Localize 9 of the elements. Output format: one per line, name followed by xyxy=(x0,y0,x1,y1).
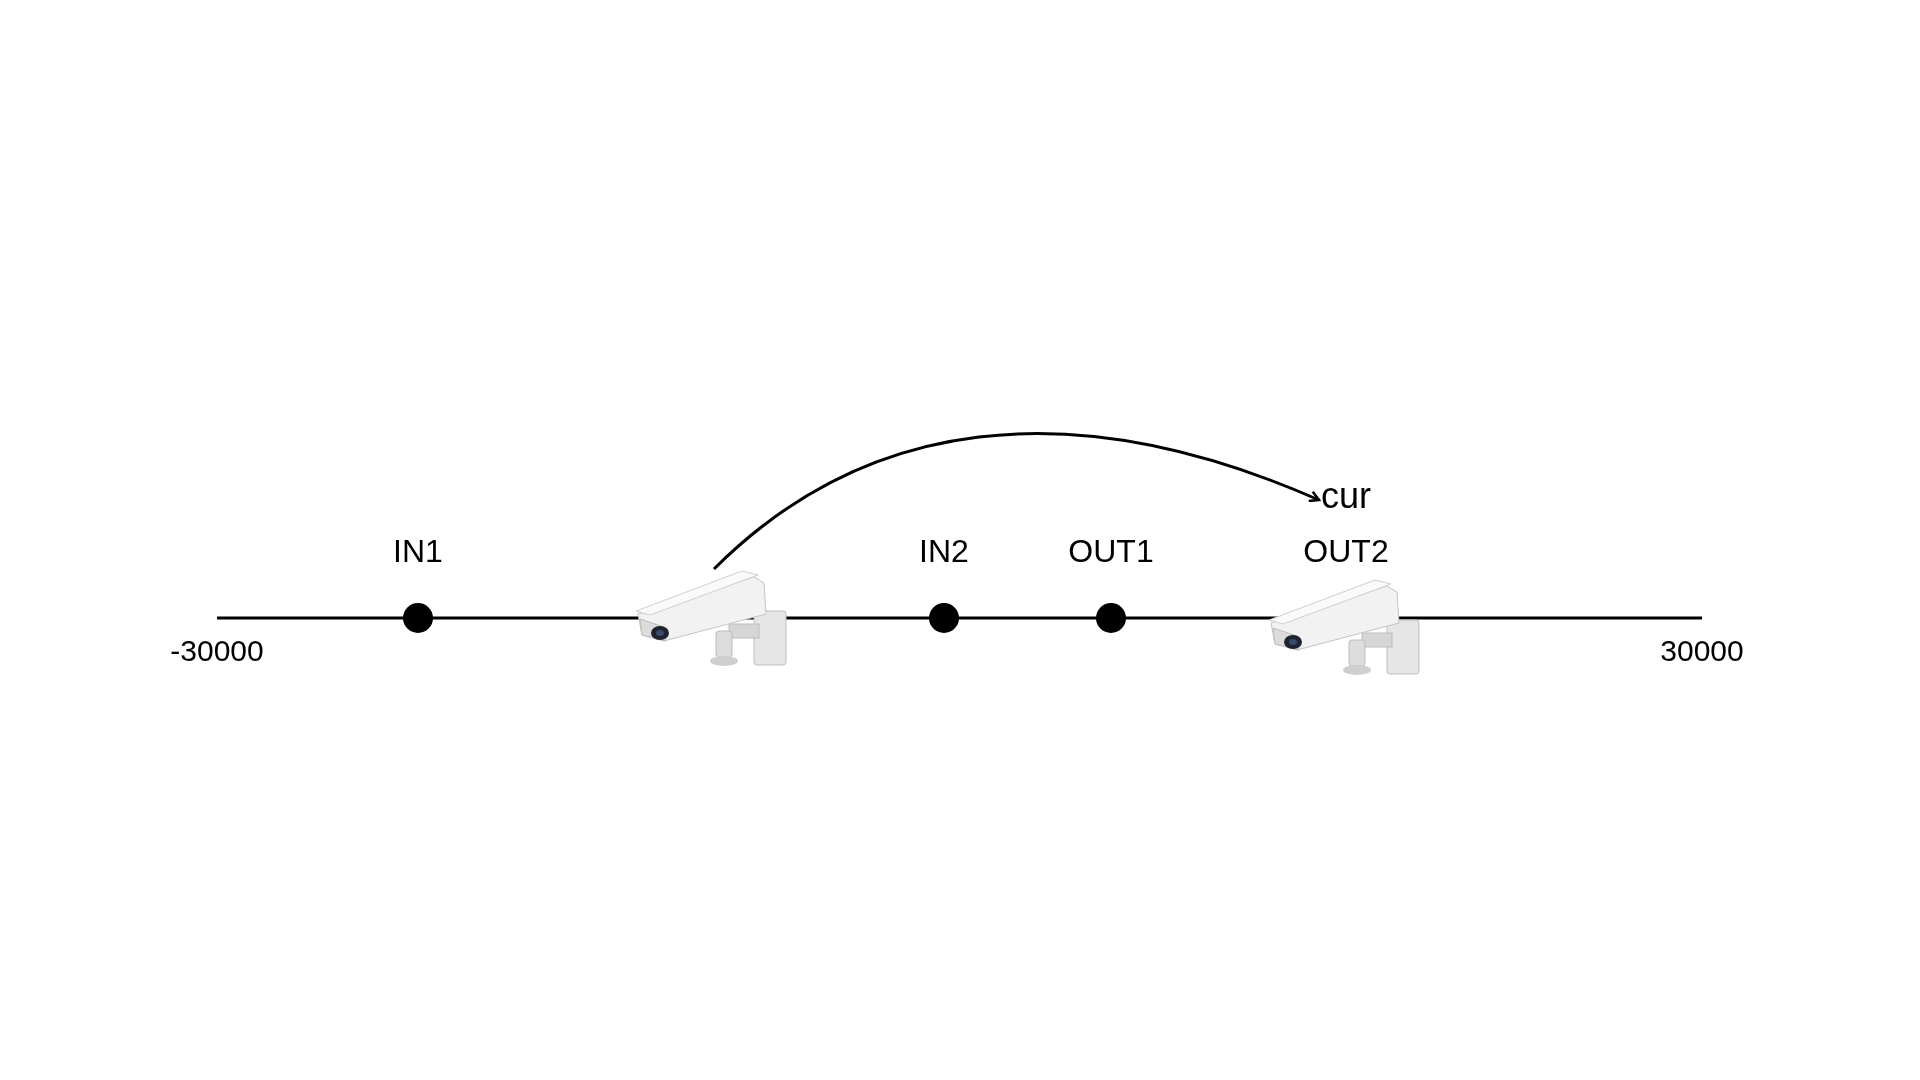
point-label: cur xyxy=(1321,478,1371,514)
point-label: IN1 xyxy=(393,535,443,567)
point-label: IN2 xyxy=(919,535,969,567)
point-label: OUT1 xyxy=(1068,535,1154,567)
arrow xyxy=(713,432,1321,571)
picture xyxy=(634,569,790,667)
point-label: OUT2 xyxy=(1303,535,1389,567)
axis-value: 30000 xyxy=(1660,636,1744,666)
axis-value: -30000 xyxy=(170,636,264,666)
